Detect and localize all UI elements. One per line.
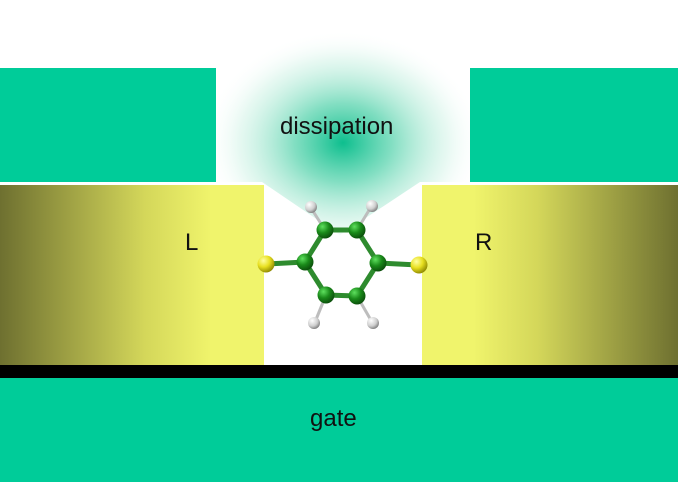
top-right-substrate xyxy=(470,68,678,182)
carbon-atom xyxy=(317,286,335,304)
dissipation-label: dissipation xyxy=(280,113,394,140)
carbon-atom xyxy=(348,221,366,239)
gate-oxide xyxy=(0,365,678,378)
carbon-atom xyxy=(348,287,366,305)
gate-label: gate xyxy=(310,405,357,432)
hydrogen-atom xyxy=(367,317,379,329)
hydrogen-atom xyxy=(366,200,378,212)
top-left-substrate xyxy=(0,68,216,182)
sulfur-atom-right xyxy=(410,256,428,274)
hydrogen-atom xyxy=(305,201,317,213)
right-electrode-label: R xyxy=(475,229,493,256)
hydrogen-atom xyxy=(308,317,320,329)
sulfur-atom-left xyxy=(257,255,275,273)
right-electrode xyxy=(422,185,678,365)
gate-electrode xyxy=(0,378,678,482)
carbon-atom xyxy=(316,221,334,239)
carbon-atom xyxy=(369,254,387,272)
molecule-bonds xyxy=(264,227,421,299)
dissipation-glow xyxy=(216,30,470,235)
left-electrode-label: L xyxy=(185,229,199,256)
left-electrode xyxy=(0,185,264,365)
carbon-atom xyxy=(296,253,314,271)
